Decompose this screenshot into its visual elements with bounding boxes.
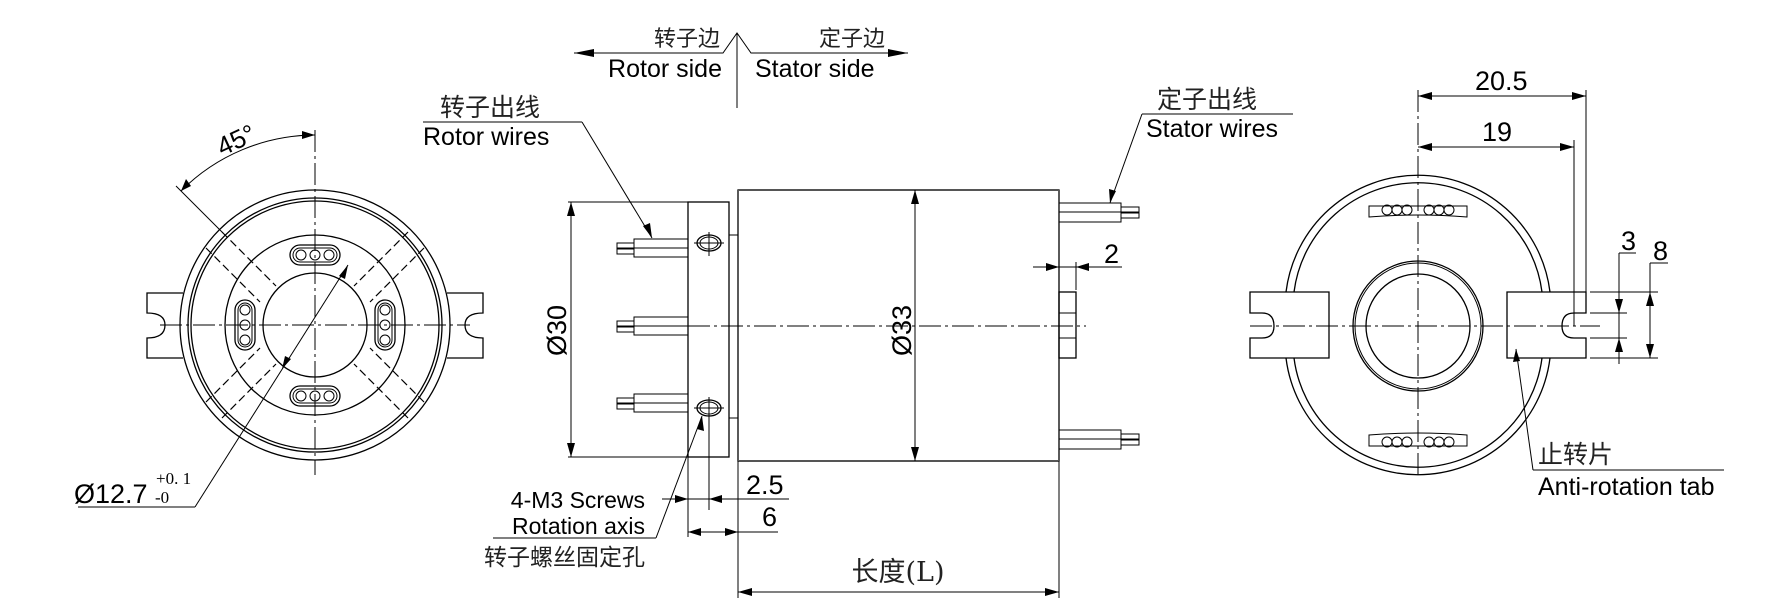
bore-leader	[194, 264, 349, 508]
length-label: 长度(L)	[852, 557, 945, 588]
stator-wires-en: Stator wires	[1146, 115, 1278, 143]
bore-arrow-bottom	[282, 356, 291, 369]
body-diameter-label: Ø33	[887, 305, 917, 356]
rotor-side-en: Rotor side	[608, 55, 722, 83]
screws-label-cn: 转子螺丝固定孔	[484, 545, 645, 571]
stator-side-en: Stator side	[755, 55, 875, 83]
right-end-view: 20.5 19 3 8 止转片 Anti-rotation tab	[1249, 66, 1724, 501]
flange-width-label: 6	[762, 502, 777, 532]
rotor-wire-top	[616, 238, 689, 258]
stator-wire-bottom	[1058, 429, 1140, 450]
side-view: Ø30 Ø33 2 2.5 6 长度(L) 转子出线 Rotor wir	[423, 85, 1293, 598]
angle-label: 45°	[212, 118, 260, 162]
left-end-view: 45° Ø12.7 +0. 1 -0	[74, 118, 484, 509]
angle-arrow-left	[181, 179, 191, 191]
stator-wire-top	[1058, 202, 1140, 223]
screw-offset-label: 2.5	[746, 470, 784, 500]
anti-rotation-cn: 止转片	[1538, 440, 1613, 469]
tab-slot-label: 19	[1482, 117, 1512, 147]
rotor-side-arrow-icon	[574, 49, 594, 57]
anti-rotation-tab-side	[1058, 291, 1077, 359]
screw-hole-top	[694, 232, 724, 256]
rotor-wires-en: Rotor wires	[423, 123, 549, 151]
rotor-wire-middle	[616, 316, 689, 336]
rotor-wire-bottom	[616, 393, 689, 413]
flange-diameter-label: Ø30	[542, 305, 572, 356]
right-view-tab-left	[1249, 291, 1330, 359]
stator-side-arrow-icon	[888, 49, 908, 57]
angle-extension-line	[175, 185, 224, 234]
screws-label-1: 4-M3 Screws	[511, 487, 645, 513]
rotor-wires-cn: 转子出线	[440, 93, 540, 122]
rotor-side-cn: 转子边	[654, 27, 720, 52]
side-indicator: 转子边 Rotor side 定子边 Stator side	[574, 27, 908, 108]
tab-height-label: 8	[1653, 236, 1668, 266]
screws-label-2: Rotation axis	[512, 513, 645, 539]
anti-rotation-en: Anti-rotation tab	[1538, 473, 1715, 501]
angle-arc	[180, 134, 316, 192]
tab-thickness-label: 2	[1104, 239, 1119, 269]
tab-outer-label: 20.5	[1475, 66, 1528, 96]
stator-side-cn: 定子边	[819, 27, 885, 52]
bore-tolerance-lower: -0	[155, 488, 169, 507]
stator-wires-cn: 定子出线	[1157, 85, 1257, 114]
screw-hole-bottom	[694, 397, 724, 510]
right-view-brush-bottom	[1368, 432, 1468, 448]
right-view-brush-top	[1368, 204, 1468, 218]
angle-arrow-right	[302, 131, 315, 139]
bore-diameter-label: Ø12.7	[74, 479, 148, 509]
slot-width-label: 3	[1621, 226, 1636, 256]
bore-tolerance-upper: +0. 1	[156, 469, 191, 488]
bore-arrow-top	[339, 265, 348, 279]
hidden-channels	[205, 231, 425, 419]
